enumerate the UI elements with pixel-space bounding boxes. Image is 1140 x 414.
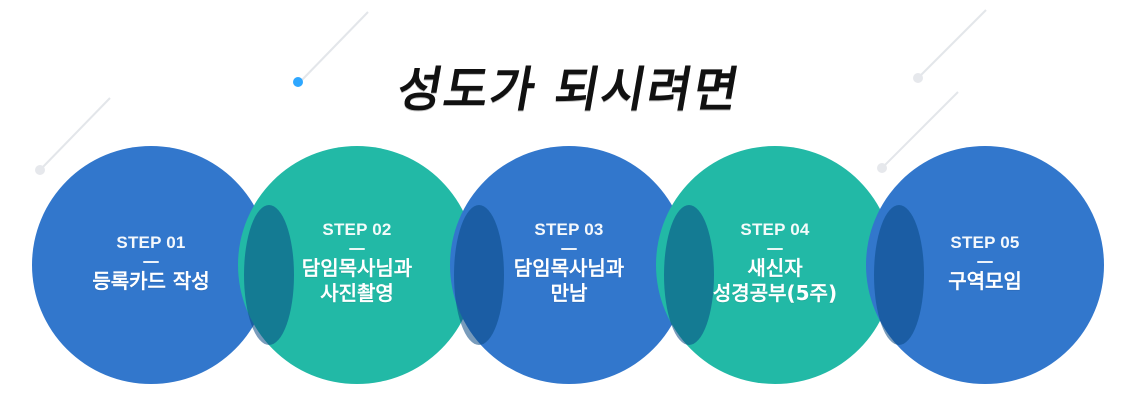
step-01-dash (143, 260, 159, 263)
step-05-circle: STEP 05 구역모임 (866, 146, 1104, 384)
step-02-text: 담임목사님과 사진촬영 (301, 256, 413, 305)
step-04-dash (767, 248, 783, 250)
step-05-dash (977, 260, 993, 263)
step-02-content: STEP 02 담임목사님과 사진촬영 (256, 220, 458, 306)
step-04-text: 새신자 성경공부(5주) (712, 256, 838, 305)
step-03-content: STEP 03 담임목사님과 만남 (468, 220, 670, 306)
step-02-circle: STEP 02 담임목사님과 사진촬영 (238, 146, 476, 384)
step-01-label: STEP 01 (116, 232, 186, 252)
step-01-content: STEP 01 등록카드 작성 (50, 233, 252, 294)
step-02-label: STEP 02 (322, 220, 392, 239)
step-02-dash (349, 248, 365, 250)
step-05-content: STEP 05 구역모임 (884, 233, 1086, 294)
step-03-circle: STEP 03 담임목사님과 만남 (450, 146, 688, 384)
step-03-text: 담임목사님과 만남 (513, 256, 625, 305)
step-04-circle: STEP 04 새신자 성경공부(5주) (656, 146, 894, 384)
step-05-label: STEP 05 (950, 232, 1020, 252)
step-01-text: 등록카드 작성 (92, 268, 210, 293)
step-03-dash (561, 248, 577, 250)
step-01-circle: STEP 01 등록카드 작성 (32, 146, 270, 384)
step-04-label: STEP 04 (740, 220, 810, 239)
step-03-label: STEP 03 (534, 220, 604, 239)
step-05-text: 구역모임 (948, 268, 1022, 293)
step-04-content: STEP 04 새신자 성경공부(5주) (674, 220, 876, 306)
